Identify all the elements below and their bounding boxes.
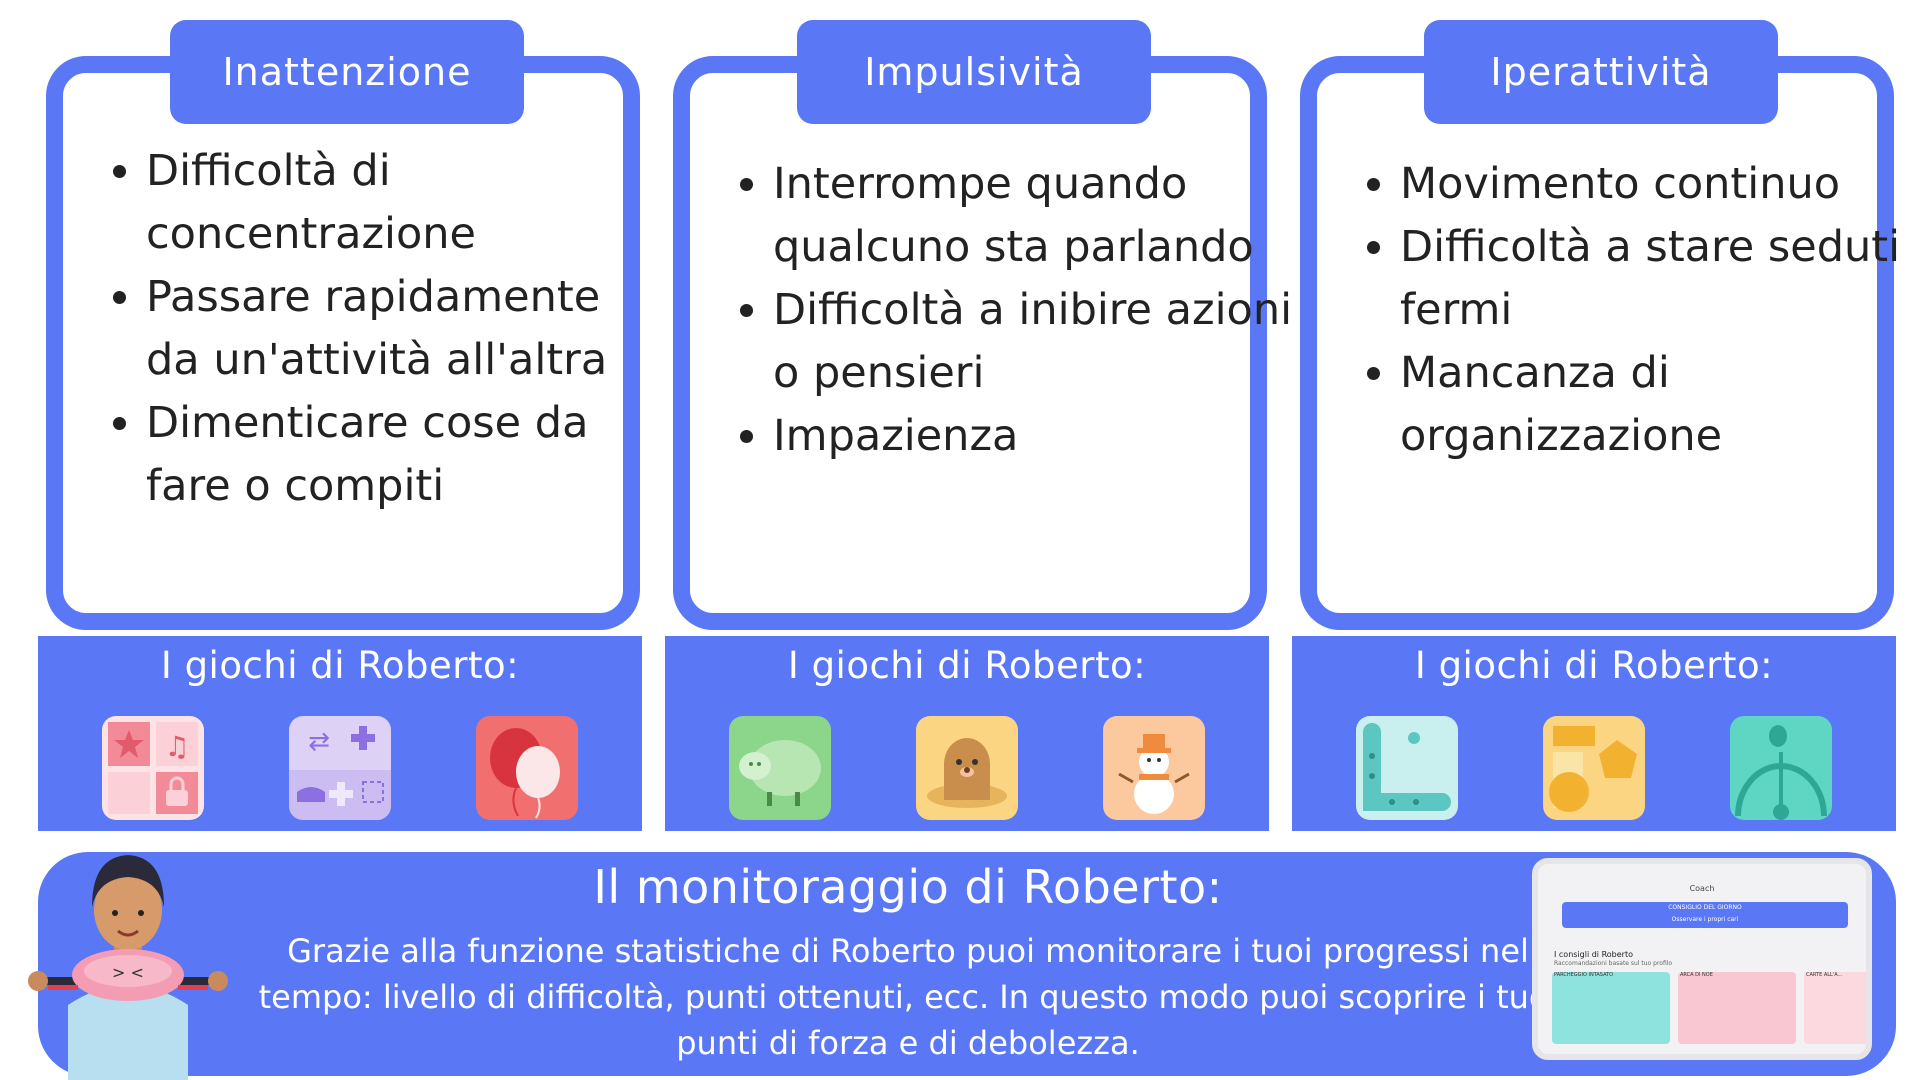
tablet-banner: CONSIGLIO DEL GIORNO Osservare i propri …: [1562, 902, 1848, 928]
games-title: I giochi di Roberto:: [1414, 644, 1774, 687]
tablet-card: [1804, 972, 1866, 1044]
tablet-screenshot: Coach CONSIGLIO DEL GIORNO Osservare i p…: [1532, 858, 1872, 1060]
games-panel: I giochi di Roberto:: [1292, 636, 1896, 831]
card-title-tab: Inattenzione: [170, 20, 524, 124]
symptom-item: Impazienza: [773, 405, 1293, 468]
tablet-card-label: CARTE ALL'A...: [1806, 972, 1843, 978]
tablet-card-label: ARCA DI NOE: [1680, 972, 1713, 978]
symptom-item: Difficoltà a inibire azioni o pensieri: [773, 279, 1293, 405]
games-title: I giochi di Roberto:: [787, 644, 1147, 687]
symptom-list: Interrompe quando qualcuno sta parlando …: [735, 153, 1293, 468]
games-panel: I giochi di Roberto:: [665, 636, 1269, 831]
symptom-list: Difficoltà di concentrazione Passare rap…: [108, 140, 666, 518]
tablet-card-label: PARCHEGGIO INTASATO: [1554, 972, 1614, 978]
tablet-banner-sub: Osservare i propri cari: [1671, 916, 1739, 923]
symptom-item: Movimento continuo: [1400, 153, 1920, 216]
symptom-card: [46, 56, 640, 630]
card-title-tab: Iperattività: [1424, 20, 1778, 124]
symptom-item: Dimenticare cose da fare o compiti: [146, 392, 666, 518]
tablet-section-sub: Raccomandazioni basate sul tuo profilo: [1554, 960, 1673, 967]
monitoring-text: Grazie alla funzione statistiche di Robe…: [258, 932, 1558, 1062]
cards-grid-icon[interactable]: ♫: [102, 716, 204, 820]
card-title: Iperattività: [1490, 50, 1712, 94]
svg-text:⇄: ⇄: [308, 727, 330, 757]
symptom-list: Movimento continuo Difficoltà a stare se…: [1362, 153, 1920, 468]
column-inattenzione: Inattenzione Difficoltà di concentrazion…: [38, 0, 642, 1080]
games-panel: I giochi di Roberto: ♫ ⇄: [38, 636, 642, 831]
symptom-item: Difficoltà a stare seduti fermi: [1400, 216, 1920, 342]
card-title: Impulsività: [864, 50, 1084, 94]
shapes-icon[interactable]: [1543, 716, 1645, 820]
symptom-item: Difficoltà di concentrazione: [146, 140, 666, 266]
symptom-item: Mancanza di organizzazione: [1400, 342, 1920, 468]
svg-text:♫: ♫: [164, 730, 189, 763]
symptom-item: Interrompe quando qualcuno sta parlando: [773, 153, 1293, 279]
snowman-icon[interactable]: [1103, 716, 1205, 820]
balloons-icon[interactable]: [476, 716, 578, 820]
games-title: I giochi di Roberto:: [160, 644, 520, 687]
snake-icon[interactable]: [1356, 716, 1458, 820]
symptom-card: [1300, 56, 1894, 630]
tablet-card: [1552, 972, 1670, 1044]
mole-icon[interactable]: [916, 716, 1018, 820]
tablet-card: [1678, 972, 1796, 1044]
swing-icon[interactable]: [1730, 716, 1832, 820]
shapes-puzzle-icon[interactable]: ⇄: [289, 716, 391, 820]
card-title: Inattenzione: [222, 50, 472, 94]
tablet-title: Coach: [1689, 884, 1715, 893]
svg-text:> <: > <: [112, 963, 144, 982]
character-illustration: > <: [18, 815, 238, 1080]
column-iperattivita: Iperattività Movimento continuo Difficol…: [1292, 0, 1900, 1080]
tablet-section-title: I consigli di Roberto: [1554, 950, 1633, 959]
tablet-banner-title: CONSIGLIO DEL GIORNO: [1668, 904, 1742, 911]
card-title-tab: Impulsività: [797, 20, 1151, 124]
column-impulsivita: Impulsività Interrompe quando qualcuno s…: [665, 0, 1292, 1080]
symptom-item: Passare rapidamente da un'attività all'a…: [146, 266, 666, 392]
monitoring-title: Il monitoraggio di Roberto:: [593, 860, 1223, 914]
sheep-icon[interactable]: [729, 716, 831, 820]
